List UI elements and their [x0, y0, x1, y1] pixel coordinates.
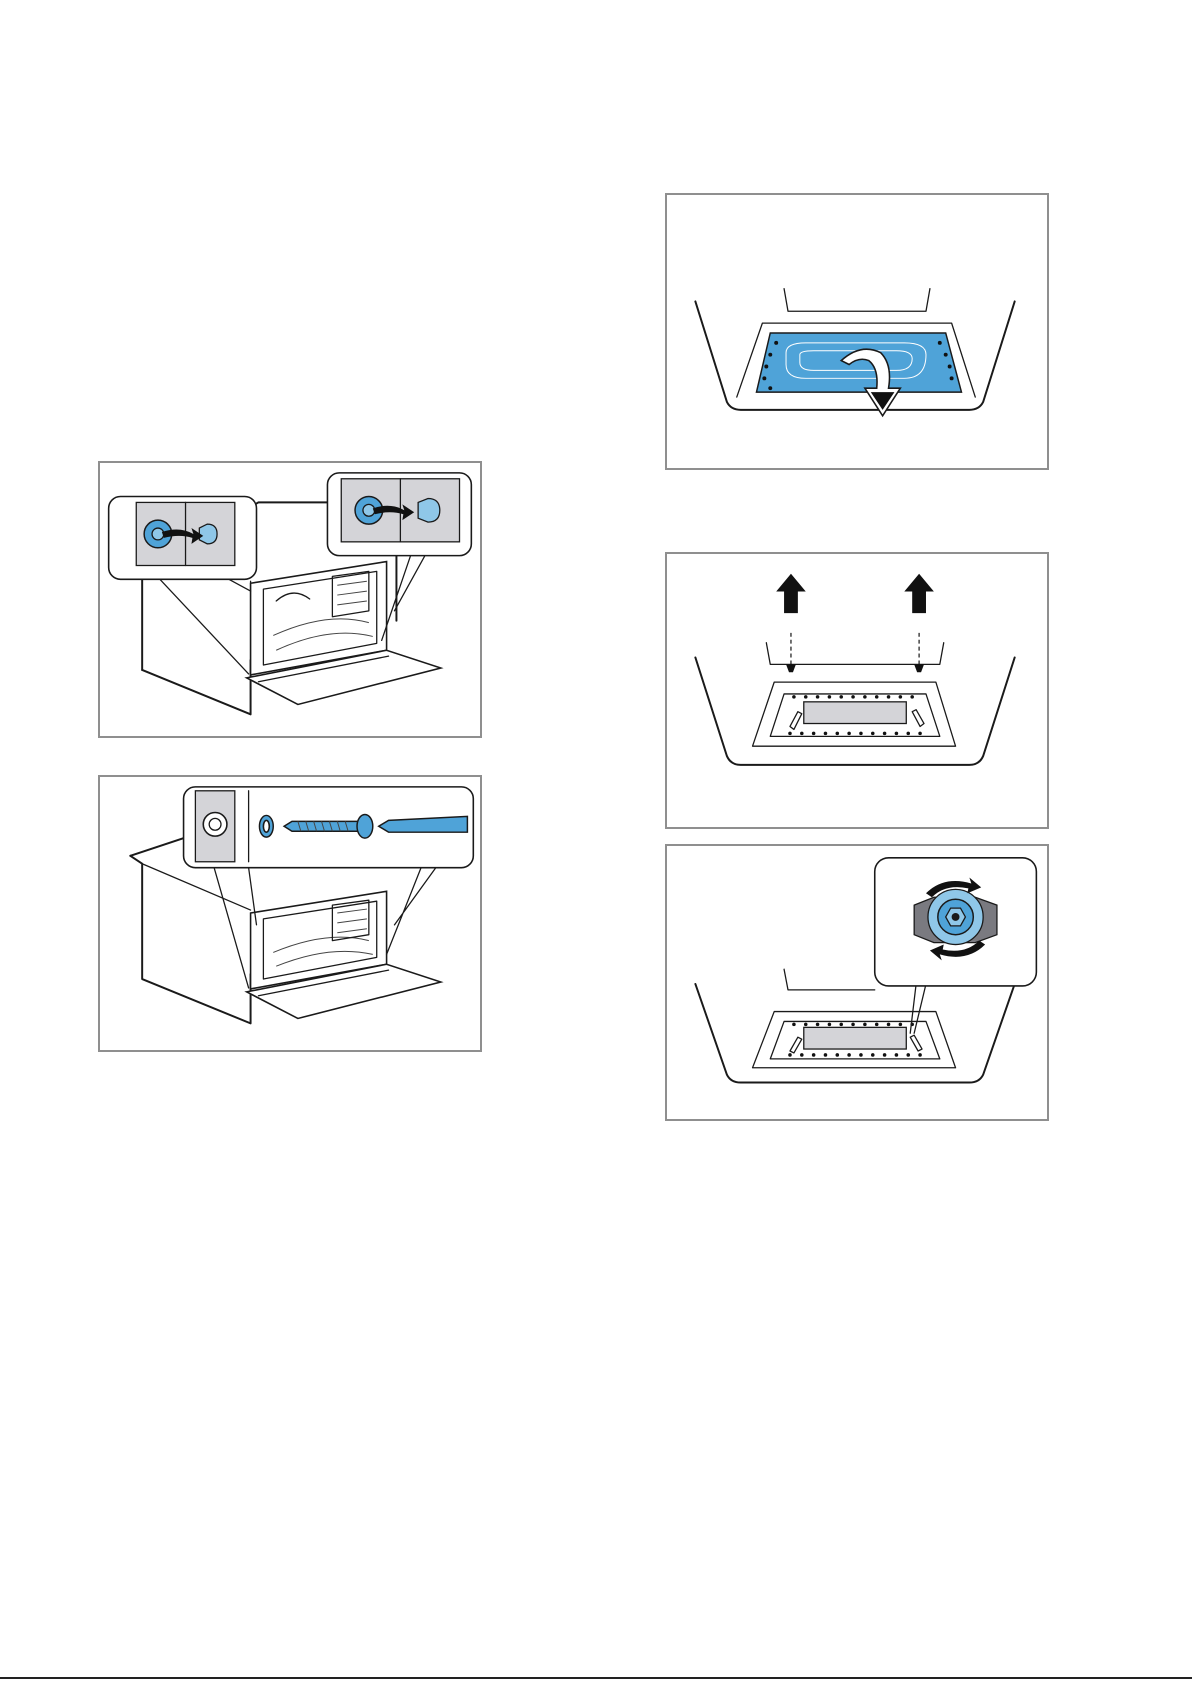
- cover-lift-illustration: [667, 554, 1047, 827]
- figure-nut-turn: [665, 844, 1049, 1121]
- screw-icon: [914, 664, 924, 672]
- cap-callout-right: [327, 473, 471, 556]
- screw-icon: [786, 664, 796, 672]
- up-arrow-icon: [776, 574, 806, 613]
- base-mat-illustration: [667, 195, 1047, 468]
- screw-callout: [184, 787, 474, 868]
- figure-door-screw: [98, 775, 482, 1052]
- up-arrow-icon: [904, 574, 934, 613]
- footer-rule: [0, 1677, 1192, 1679]
- figure-cover-lift: [665, 552, 1049, 829]
- nut-turn-illustration: [667, 846, 1047, 1119]
- figure-door-caps: [98, 461, 482, 738]
- cap-callout-left: [109, 497, 257, 580]
- base-mat-icon: [756, 333, 961, 392]
- figure-base-mat: [665, 193, 1049, 470]
- hole-icon: [203, 812, 227, 836]
- oven-door-caps-illustration: [100, 463, 480, 736]
- oven-door-screw-illustration: [100, 777, 480, 1050]
- nut-callout: [875, 858, 1037, 986]
